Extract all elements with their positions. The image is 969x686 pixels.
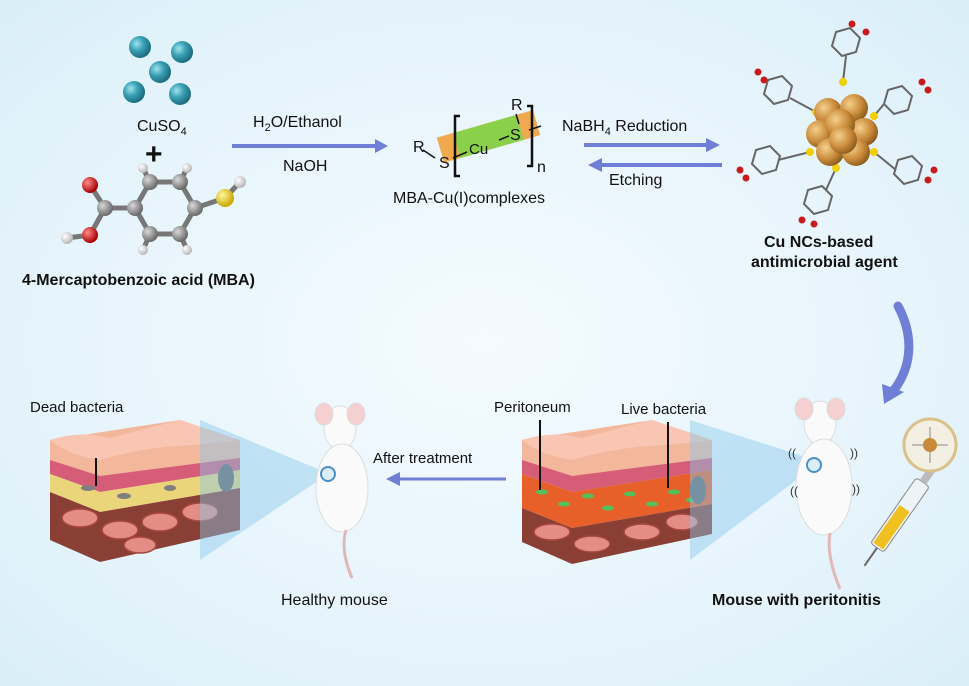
after-treatment-label: After treatment <box>373 450 473 467</box>
peritoneum-label: Peritoneum <box>494 399 571 416</box>
healthy-tissue-block <box>50 420 240 562</box>
cu-nanocluster-diagram <box>736 20 938 228</box>
hydrogen-atom <box>234 176 246 188</box>
syringe-icon <box>863 465 937 567</box>
sick-mouse-with-syringe: (( )) (( )) <box>788 397 958 590</box>
dead-bacterium <box>164 485 176 491</box>
oxygen-atom <box>924 176 932 184</box>
oxygen-atom <box>930 166 938 174</box>
oxygen-atom <box>924 86 932 94</box>
plus-sign: + <box>145 138 163 171</box>
complex-cu: Cu <box>469 141 488 158</box>
sulfur-atom <box>832 164 840 172</box>
hydrogen-atom <box>182 163 192 173</box>
live-bacteria-label: Live bacteria <box>621 401 707 418</box>
live-bacterium <box>624 491 636 497</box>
ligand-ring <box>830 26 862 58</box>
ligand-ring <box>892 154 924 186</box>
complex-n: n <box>537 159 546 176</box>
dead-bacterium <box>81 485 95 491</box>
carbon-atom <box>127 200 143 216</box>
cu-ion-ball <box>149 61 171 83</box>
carbon-atom <box>142 226 158 242</box>
hydrogen-atom <box>182 245 192 255</box>
cu-atom <box>829 126 857 154</box>
ligand-ring <box>762 74 794 106</box>
svg-text:((: (( <box>788 446 796 460</box>
ligand-ring <box>750 144 782 176</box>
svg-text:)): )) <box>852 482 860 496</box>
product-label-line1: Cu NCs-based <box>764 234 874 251</box>
carbon-atom <box>97 200 113 216</box>
injection-flow-arrow <box>882 301 914 404</box>
zoom-beam-sick <box>690 420 815 560</box>
cu-ion-ball <box>169 83 191 105</box>
svg-text:)): )) <box>850 446 858 460</box>
complex-r-right: R <box>511 97 523 114</box>
oxygen-atom <box>798 216 806 224</box>
cuso4-particles <box>123 36 193 105</box>
oxygen-atom <box>736 166 744 174</box>
oxygen-atom <box>848 20 856 28</box>
complex-s-left: S <box>439 155 450 172</box>
healthy-mouse <box>314 402 369 579</box>
step2-reverse-label: Etching <box>609 172 663 189</box>
live-bacterium <box>602 505 614 511</box>
oxygen-atom <box>82 177 98 193</box>
carbon-atom <box>172 226 188 242</box>
live-bacterium <box>582 493 594 499</box>
mba-molecule <box>61 163 246 255</box>
cuso4-label: CuSO4 <box>137 118 187 139</box>
hydrogen-atom <box>138 245 148 255</box>
live-bacterium <box>558 501 570 507</box>
sulfur-atom <box>870 112 878 120</box>
step1-condition-bottom: NaOH <box>283 158 328 175</box>
hydrogen-atom <box>61 232 73 244</box>
carbon-atom <box>172 174 188 190</box>
sick-mouse-label: Mouse with peritonitis <box>712 592 881 609</box>
oxygen-atom <box>82 227 98 243</box>
svg-text:((: (( <box>790 484 798 498</box>
carbon-atom <box>142 174 158 190</box>
complex-s-right: S <box>510 127 521 144</box>
injection-site-marker <box>320 466 336 482</box>
mba-cu-complex-diagram: R S Cu S R n <box>413 97 546 178</box>
step2-forward-label: NaBH4 Reduction <box>562 118 688 139</box>
product-label-line2: antimicrobial agent <box>751 254 898 271</box>
sulfur-atom <box>870 148 878 156</box>
after-treatment-arrow <box>386 472 506 486</box>
oxygen-atom <box>862 28 870 36</box>
infection-site-marker <box>806 457 822 473</box>
mba-label: 4-Mercaptobenzoic acid (MBA) <box>22 272 255 289</box>
complex-r-left: R <box>413 139 425 156</box>
oxygen-atom <box>754 68 762 76</box>
zoom-beam-healthy <box>200 420 325 560</box>
healthy-mouse-label: Healthy mouse <box>281 592 388 609</box>
infected-tissue-block <box>522 420 712 564</box>
step1-arrow <box>232 139 388 153</box>
sulfur-atom <box>839 78 847 86</box>
oxygen-atom <box>918 78 926 86</box>
live-bacterium <box>646 501 658 507</box>
ligand-ring <box>882 84 914 116</box>
step1-condition-top: H2O/Ethanol <box>253 114 342 135</box>
dead-bacterium <box>117 493 131 499</box>
carbon-atom <box>187 200 203 216</box>
complex-name-label: MBA-Cu(I)complexes <box>393 190 546 207</box>
dead-bacteria-label: Dead bacteria <box>30 399 124 416</box>
sulfur-atom <box>806 148 814 156</box>
cu-ion-ball <box>123 81 145 103</box>
sulfur-atom <box>216 189 234 207</box>
cu-ion-ball <box>171 41 193 63</box>
oxygen-atom <box>810 220 818 228</box>
ligand-ring <box>802 184 834 216</box>
cu-ion-ball <box>129 36 151 58</box>
oxygen-atom <box>760 76 768 84</box>
live-bacterium <box>536 489 548 495</box>
hydrogen-atom <box>138 163 148 173</box>
live-bacterium <box>668 489 680 495</box>
step2-reversible-arrows <box>584 138 722 172</box>
oxygen-atom <box>742 174 750 182</box>
